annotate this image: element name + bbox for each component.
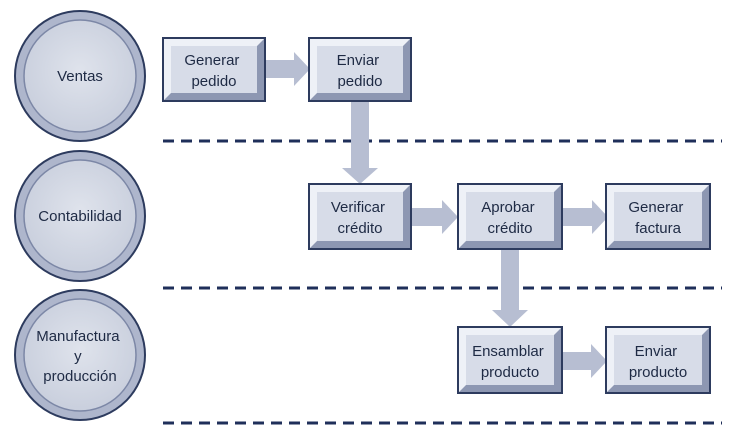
- arrow-ensamblar-to-enviar: [561, 344, 607, 378]
- step-generar-pedido: Generar pedido: [162, 37, 266, 102]
- step-enviar-pedido: Enviar pedido: [308, 37, 412, 102]
- arrow-verificar-to-aprobar: [412, 200, 458, 234]
- step-label: Verificar crédito: [331, 199, 389, 237]
- lane-ventas: Ventas: [14, 10, 146, 142]
- step-label: Generar pedido: [184, 52, 243, 90]
- lane-label-ventas: Ventas: [57, 68, 103, 85]
- lane-label-manufactura: Manufactura y producción: [36, 328, 124, 385]
- step-label: Ensamblar producto: [472, 343, 548, 381]
- arrow-enviar-to-verificar: [342, 100, 378, 184]
- step-verificar-credito: Verificar crédito: [308, 183, 412, 250]
- arrow-aprobar-to-ensamblar: [492, 248, 528, 327]
- step-aprobar-credito: Aprobar crédito: [457, 183, 563, 250]
- lane-contabilidad: Contabilidad: [14, 150, 146, 282]
- arrow-aprobar-to-factura: [562, 200, 608, 234]
- step-ensamblar-producto: Ensamblar producto: [457, 326, 563, 394]
- step-label: Aprobar crédito: [481, 199, 539, 237]
- step-label: Enviar producto: [629, 343, 687, 381]
- step-generar-factura: Generar factura: [605, 183, 711, 250]
- step-label: Enviar pedido: [337, 52, 384, 90]
- lane-manufactura: Manufactura y producción: [14, 289, 146, 421]
- arrow-generar-to-enviar: [264, 52, 310, 86]
- step-label: Generar factura: [628, 199, 687, 237]
- lane-label-contabilidad: Contabilidad: [38, 208, 121, 225]
- step-enviar-producto: Enviar producto: [605, 326, 711, 394]
